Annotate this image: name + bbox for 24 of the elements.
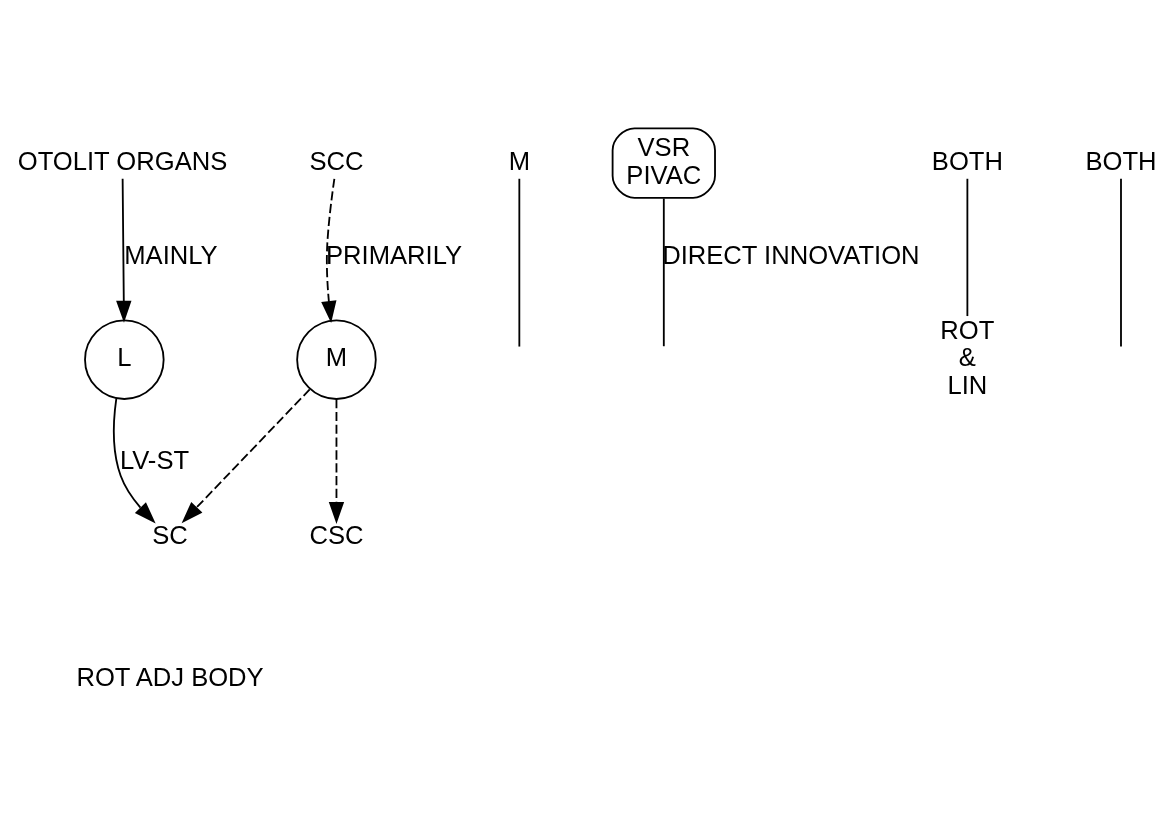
arrow xyxy=(116,177,132,323)
edge-label: MAINLY xyxy=(124,241,218,270)
node-text: BOTH xyxy=(931,146,1003,175)
node-box: VSR PIVAC xyxy=(611,127,716,199)
connector xyxy=(966,177,969,317)
node-circle: M xyxy=(296,319,377,400)
node-text: SCC xyxy=(309,146,364,175)
node-text: CSC xyxy=(309,520,364,549)
label: ROT ADJ BODY xyxy=(76,662,264,691)
node-text: M xyxy=(508,146,530,175)
connector xyxy=(662,197,665,348)
connector xyxy=(518,177,521,348)
edge-label: LV-ST xyxy=(119,445,190,474)
node-text: SC xyxy=(152,520,188,549)
arrow xyxy=(328,398,345,524)
node-text: BOTH xyxy=(1085,146,1157,175)
arrow xyxy=(181,388,311,524)
node-text: OTOLIT ORGANS xyxy=(17,146,228,175)
arrow xyxy=(321,177,337,324)
arrow xyxy=(112,397,156,524)
node-circle: L xyxy=(84,319,165,400)
connector xyxy=(1120,177,1122,348)
node-text: ROT & LIN xyxy=(940,315,995,399)
edge-label: PRIMARILY xyxy=(326,241,463,270)
